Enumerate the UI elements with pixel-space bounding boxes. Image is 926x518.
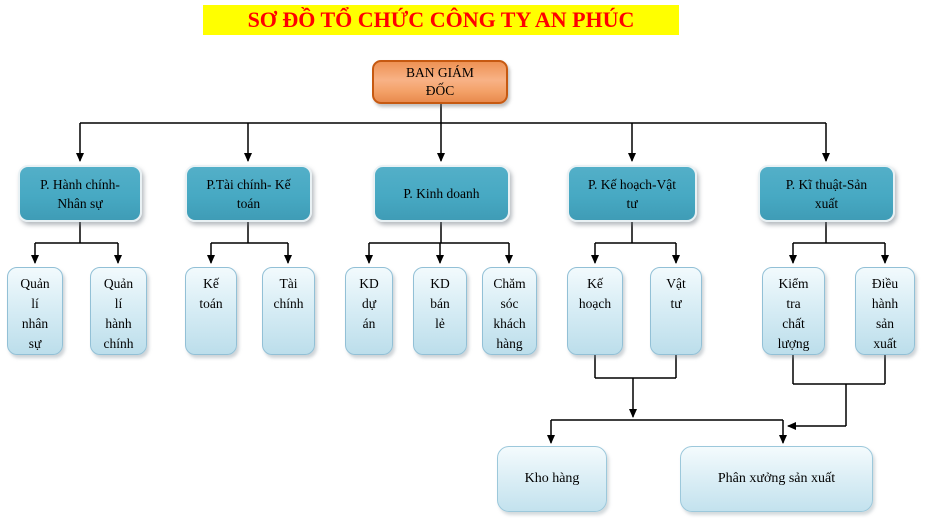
org-box-unit-quan-li-hanh-chinh: Quản lí hành chính xyxy=(90,267,147,355)
org-box-dept-ke-hoach-vat-tu: P. Kế hoạch-Vật tư xyxy=(567,165,697,222)
org-box-unit-dieu-hanh-san-xuat: Điều hành sản xuất xyxy=(855,267,915,355)
org-box-ban-giam-doc: BAN GIÁM ĐỐC xyxy=(372,60,508,104)
org-box-kho-hang: Kho hàng xyxy=(497,446,607,512)
org-box-dept-tai-chinh-ke-toan: P.Tài chính- Kế toán xyxy=(185,165,312,222)
org-box-unit-kiem-tra-chat-luong: Kiểm tra chất lượng xyxy=(762,267,825,355)
org-box-unit-quan-li-nhan-su: Quản lí nhân sự xyxy=(7,267,63,355)
org-box-unit-cham-soc-khach-hang: Chăm sóc khách hàng xyxy=(482,267,537,355)
org-box-unit-ke-hoach: Kế hoạch xyxy=(567,267,623,355)
org-box-unit-kd-du-an: KD dự án xyxy=(345,267,393,355)
org-box-dept-hanh-chinh-nhan-su: P. Hành chính- Nhân sự xyxy=(18,165,142,222)
org-box-phan-xuong-san-xuat: Phân xưởng sản xuất xyxy=(680,446,873,512)
org-box-dept-kinh-doanh: P. Kinh doanh xyxy=(373,165,510,222)
org-box-unit-kd-ban-le: KD bán lẻ xyxy=(413,267,467,355)
org-box-unit-vat-tu: Vật tư xyxy=(650,267,702,355)
org-box-unit-ke-toan: Kế toán xyxy=(185,267,237,355)
org-box-unit-tai-chinh: Tài chính xyxy=(262,267,315,355)
page-title: SƠ ĐỒ TỔ CHỨC CÔNG TY AN PHÚC xyxy=(203,5,679,35)
org-box-dept-ki-thuat-san-xuat: P. Kĩ thuật-Sản xuất xyxy=(758,165,895,222)
